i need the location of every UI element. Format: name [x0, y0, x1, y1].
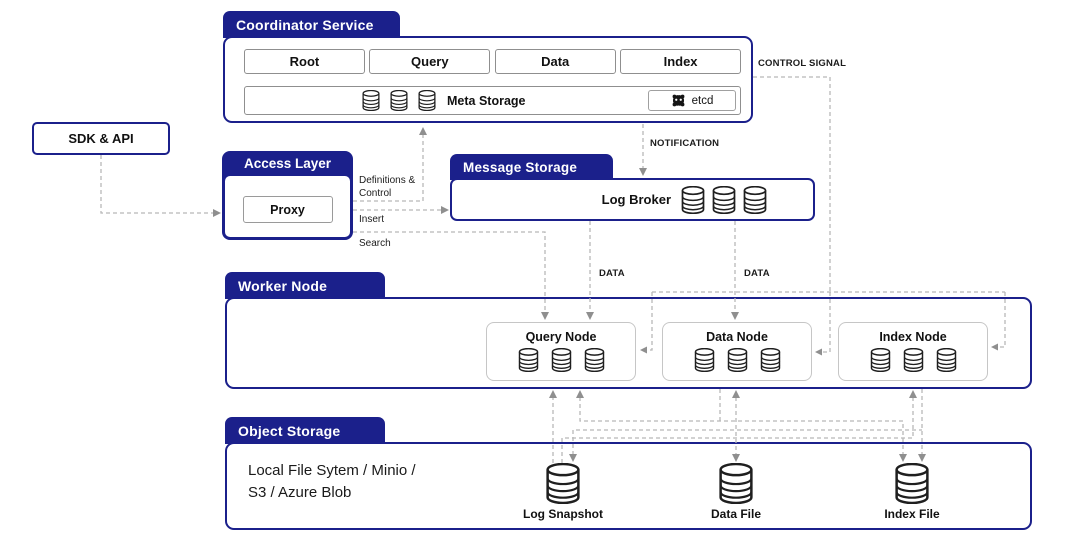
coordinator-component-data: Data: [494, 49, 616, 74]
log-broker-label: Log Broker: [601, 192, 671, 207]
data-node-db-icons: [692, 348, 783, 372]
message-storage-title: Message Storage: [463, 159, 578, 175]
access-layer-title: Access Layer: [243, 156, 332, 171]
log-snapshot-db-icon: [546, 463, 580, 504]
coordinator-component-root: Root: [244, 49, 365, 74]
database-icon: [727, 348, 747, 372]
data-file-label: Data File: [710, 507, 761, 521]
message-storage-tab: Message Storage: [450, 154, 613, 180]
query-node-label: Query Node: [525, 330, 597, 344]
sdk-api-label: SDK & API: [68, 131, 134, 146]
index-file-db-icon: [895, 463, 929, 504]
definitions-control-label: Definitions & Control: [359, 175, 416, 199]
etcd-label: etcd: [691, 94, 714, 107]
log-broker-db-icons: [681, 185, 767, 214]
index-node-box: Index Node: [838, 322, 988, 381]
database-icon: [681, 185, 705, 214]
worker-node-tab: Worker Node: [225, 272, 385, 299]
data-node-box: Data Node: [662, 322, 812, 381]
message-storage-body: Log Broker: [450, 178, 815, 221]
database-icon: [584, 348, 604, 372]
proxy-label: Proxy: [270, 202, 305, 217]
database-icon: [390, 90, 408, 111]
insert-label: Insert: [359, 214, 385, 225]
edge-sdk-to-proxy: [100, 155, 213, 214]
meta-storage-row: Meta Storage etcd: [244, 86, 741, 115]
data-to-data-label: DATA: [744, 268, 770, 279]
control-signal-label: CONTROL SIGNAL: [758, 58, 847, 69]
query-node-db-icons: [516, 348, 607, 372]
coordinator-component-index: Index: [620, 49, 741, 74]
etcd-box: etcd: [648, 90, 736, 111]
access-layer-title-bar: Access Layer: [222, 151, 353, 176]
meta-storage-db-icons: [360, 90, 438, 111]
database-icon: [551, 348, 571, 372]
coordinator-components-row: Root Query Data Index: [244, 49, 741, 74]
object-storage-tab: Object Storage: [225, 417, 385, 444]
index-file-label: Index File: [884, 507, 940, 521]
object-storage-title: Object Storage: [238, 422, 341, 439]
coordinator-service-tab: Coordinator Service: [223, 11, 400, 38]
meta-storage-label: Meta Storage: [447, 93, 526, 108]
index-node-db-icons: [868, 348, 959, 372]
coordinator-component-query: Query: [369, 49, 491, 74]
database-icon: [903, 348, 923, 372]
access-layer-group: Access Layer Proxy: [222, 151, 353, 240]
database-icon: [936, 348, 956, 372]
proxy-box: Proxy: [242, 196, 333, 223]
component-index-label: Index: [663, 54, 698, 69]
data-to-query-label: DATA: [599, 268, 625, 279]
database-icon: [418, 90, 436, 111]
data-node-label: Data Node: [706, 330, 768, 344]
search-label: Search: [359, 238, 391, 249]
database-icon: [694, 348, 714, 372]
component-root-label: Root: [289, 54, 320, 69]
query-node-box: Query Node: [486, 322, 636, 381]
data-file-db-icon: [719, 463, 753, 504]
component-data-label: Data: [541, 54, 570, 69]
database-icon: [760, 348, 780, 372]
access-layer-body: Proxy: [225, 176, 350, 237]
etcd-icon: [670, 93, 686, 108]
database-icon: [743, 185, 767, 214]
notification-label: NOTIFICATION: [650, 138, 720, 149]
component-query-label: Query: [411, 54, 449, 69]
database-icon: [518, 348, 538, 372]
log-snapshot-label: Log Snapshot: [523, 507, 603, 521]
database-icon: [712, 185, 736, 214]
object-storage-backends: Local File Sytem / Minio / S3 / Azure Bl…: [248, 462, 416, 501]
index-node-label: Index Node: [879, 330, 947, 344]
worker-node-title: Worker Node: [238, 277, 328, 294]
database-icon: [362, 90, 380, 111]
coordinator-service-title: Coordinator Service: [236, 16, 374, 33]
database-icon: [870, 348, 890, 372]
sdk-api-box: SDK & API: [32, 122, 170, 155]
